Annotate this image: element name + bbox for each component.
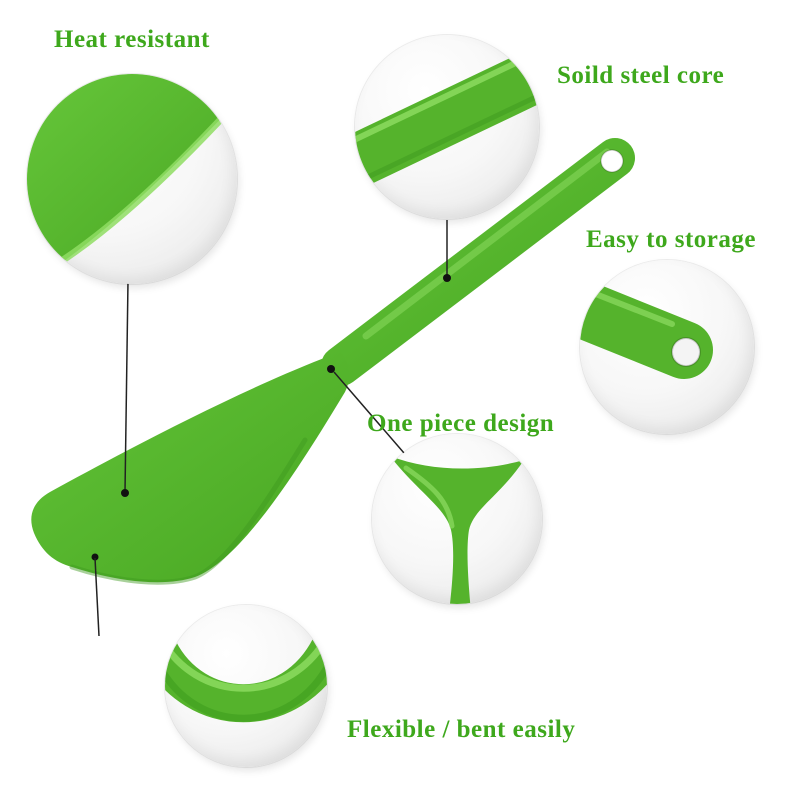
- pointer-dot-heat-resistant: [121, 489, 129, 497]
- callout-circle-heat-resistant: [27, 74, 237, 284]
- callout-label-one-piece: One piece design: [367, 410, 555, 437]
- leader-line-heat-resistant: [124, 280, 129, 493]
- hanging-hole: [600, 149, 624, 173]
- spatula-blade: [31, 352, 350, 583]
- callout-circle-easy-storage: [580, 260, 754, 434]
- spatula-handle-highlight-icon: [362, 148, 611, 340]
- blade-edge-zoom-icon: [27, 74, 237, 267]
- pointer-dot-one-piece: [327, 365, 335, 373]
- callout-label-easy-storage: Easy to storage: [586, 226, 756, 253]
- leader-line-flexible: [94, 557, 100, 637]
- spatula-handle: [321, 138, 635, 386]
- bent-blade-zoom-icon: [165, 630, 327, 723]
- pointer-dot-steel-core: [443, 274, 451, 282]
- callout-label-steel-core: Soild steel core: [557, 62, 725, 89]
- callout-circle-one-piece: [372, 434, 542, 604]
- neck-junction-zoom-icon: [390, 456, 524, 604]
- callout-label-heat-resistant: Heat resistant: [54, 26, 210, 53]
- callout-label-flexible: Flexible / bent easily: [347, 716, 576, 743]
- hanging-hole-zoom-icon: [580, 276, 713, 379]
- leader-line-one-piece: [333, 371, 405, 454]
- spatula-blade-edge-shading-icon: [69, 437, 308, 585]
- pointer-dot-flexible: [91, 553, 99, 561]
- callout-circle-flexible: [165, 605, 327, 767]
- handle-core-zoom-icon: [355, 44, 539, 192]
- callout-circle-steel-core: [355, 35, 539, 219]
